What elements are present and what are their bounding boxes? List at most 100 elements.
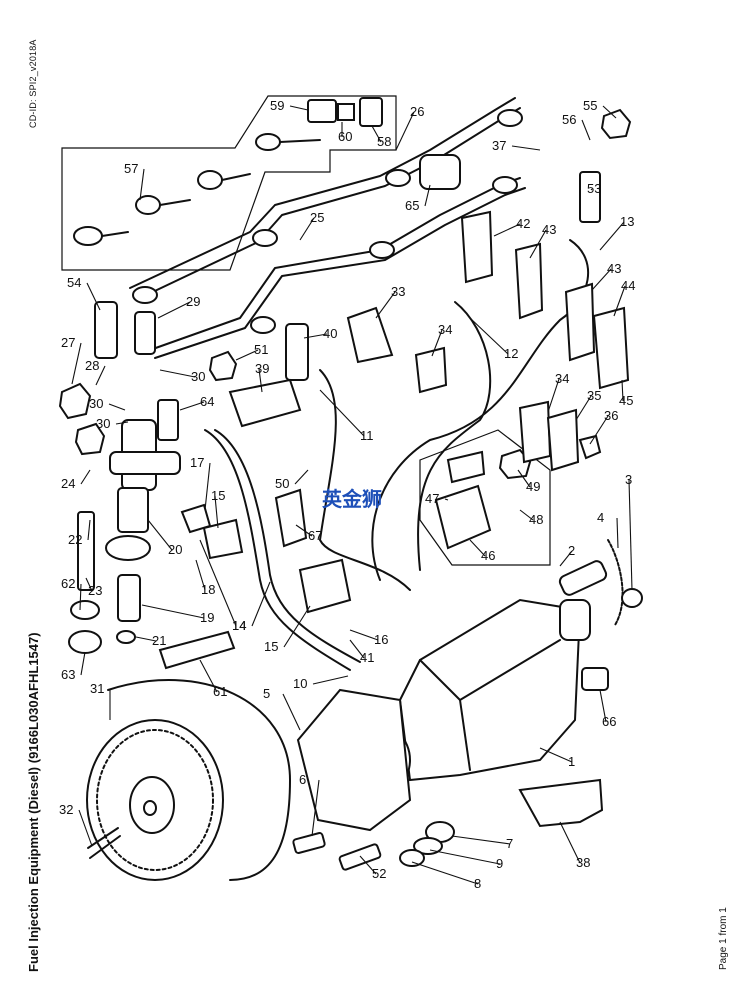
- callout-30: 30: [89, 396, 103, 411]
- callout-21: 21: [152, 633, 166, 648]
- leader-line-11: [319, 389, 365, 437]
- leader-line-62: [79, 583, 82, 611]
- callout-36: 36: [604, 408, 618, 423]
- leader-line-3: [628, 479, 633, 591]
- leader-line-51: [235, 349, 259, 361]
- callout-57: 57: [124, 161, 138, 176]
- leader-line-53: [590, 188, 593, 191]
- leader-line-13: [599, 221, 625, 251]
- leader-line-35: [575, 395, 592, 421]
- callout-1: 1: [568, 754, 575, 769]
- callout-44: 44: [621, 278, 635, 293]
- banjo-fittings-detail: [73, 97, 383, 246]
- callout-35: 35: [587, 388, 601, 403]
- leader-line-58: [371, 125, 382, 143]
- leader-line-12: [469, 317, 509, 355]
- leader-line-56: [581, 119, 591, 141]
- callout-37: 37: [492, 138, 506, 153]
- callout-labels: 1234567891011121314141515161718192021222…: [59, 98, 635, 891]
- leader-line-57: [139, 168, 145, 201]
- callout-16: 16: [374, 632, 388, 647]
- leader-line-1: [539, 747, 573, 763]
- callout-53: 53: [587, 181, 601, 196]
- callout-17: 17: [190, 455, 204, 470]
- hardware-parts: [58, 108, 632, 480]
- leader-line-8: [411, 861, 479, 885]
- callout-14: 14: [232, 618, 246, 633]
- leader-line-41: [349, 639, 365, 659]
- leader-line-67: [295, 524, 313, 537]
- callout-40: 40: [323, 326, 337, 341]
- callout-39: 39: [255, 361, 269, 376]
- leader-line-9: [429, 849, 501, 865]
- callout-31: 31: [90, 681, 104, 696]
- callout-30: 30: [96, 416, 110, 431]
- leader-line-2: [559, 550, 573, 567]
- leader-line-15: [283, 605, 311, 648]
- callout-27: 27: [61, 335, 75, 350]
- leader-line-54: [86, 282, 101, 311]
- callout-29: 29: [186, 294, 200, 309]
- callout-14: 14: [232, 618, 246, 633]
- callout-63: 63: [61, 667, 75, 682]
- injector-assembly: [68, 419, 181, 654]
- leader-line-16: [349, 629, 379, 641]
- leader-line-55: [602, 105, 617, 119]
- leader-line-5: [282, 693, 301, 731]
- leader-line-21: [135, 636, 157, 642]
- leader-line-6: [311, 779, 320, 837]
- callout-2: 2: [568, 543, 575, 558]
- leader-line-20: [147, 519, 173, 551]
- leader-line-26: [395, 111, 415, 151]
- leader-line-19: [141, 604, 205, 619]
- callout-18: 18: [201, 582, 215, 597]
- leader-line-61: [199, 659, 218, 693]
- leader-line-14: [251, 581, 271, 627]
- callout-41: 41: [360, 650, 374, 665]
- leader-line-32: [78, 809, 93, 847]
- leader-line-33: [375, 291, 396, 319]
- leader-line-27: [71, 342, 82, 385]
- leader-line-40: [303, 333, 328, 339]
- callout-30: 30: [191, 369, 205, 384]
- leader-line-23: [85, 577, 93, 592]
- leader-line-28: [95, 365, 106, 386]
- watermark: 英金狮: [322, 487, 382, 511]
- leader-line-47: [444, 498, 449, 501]
- leader-line-49: [517, 469, 531, 488]
- callout-4: 4: [597, 510, 604, 525]
- leader-line-25: [299, 217, 315, 241]
- callout-67: 67: [308, 528, 322, 543]
- callout-32: 32: [59, 802, 73, 817]
- callout-54: 54: [67, 275, 81, 290]
- leader-line-36: [589, 415, 609, 445]
- leader-line-14: [199, 539, 237, 627]
- leader-line-4: [616, 517, 619, 549]
- callout-65: 65: [405, 198, 419, 213]
- callout-26: 26: [410, 104, 424, 119]
- callout-24: 24: [61, 476, 75, 491]
- callout-64: 64: [200, 394, 214, 409]
- leader-line-7: [451, 835, 511, 845]
- callout-47: 47: [425, 491, 439, 506]
- leader-line-45: [621, 379, 624, 402]
- callout-8: 8: [474, 876, 481, 891]
- callout-34: 34: [555, 371, 569, 386]
- callout-10: 10: [293, 676, 307, 691]
- callout-3: 3: [625, 472, 632, 487]
- callout-66: 66: [602, 714, 616, 729]
- leader-line-59: [289, 105, 309, 111]
- callout-6: 6: [299, 772, 306, 787]
- leader-line-38: [559, 821, 581, 864]
- callout-5: 5: [263, 686, 270, 701]
- callout-15: 15: [211, 488, 225, 503]
- leader-line-30: [159, 369, 196, 378]
- callout-12: 12: [504, 346, 518, 361]
- callout-7: 7: [506, 836, 513, 851]
- leader-line-52: [359, 855, 377, 875]
- callout-51: 51: [254, 342, 268, 357]
- callout-20: 20: [168, 542, 182, 557]
- callout-11: 11: [360, 428, 374, 443]
- leak-off-pipe-assembly: [129, 97, 526, 359]
- callout-46: 46: [481, 548, 495, 563]
